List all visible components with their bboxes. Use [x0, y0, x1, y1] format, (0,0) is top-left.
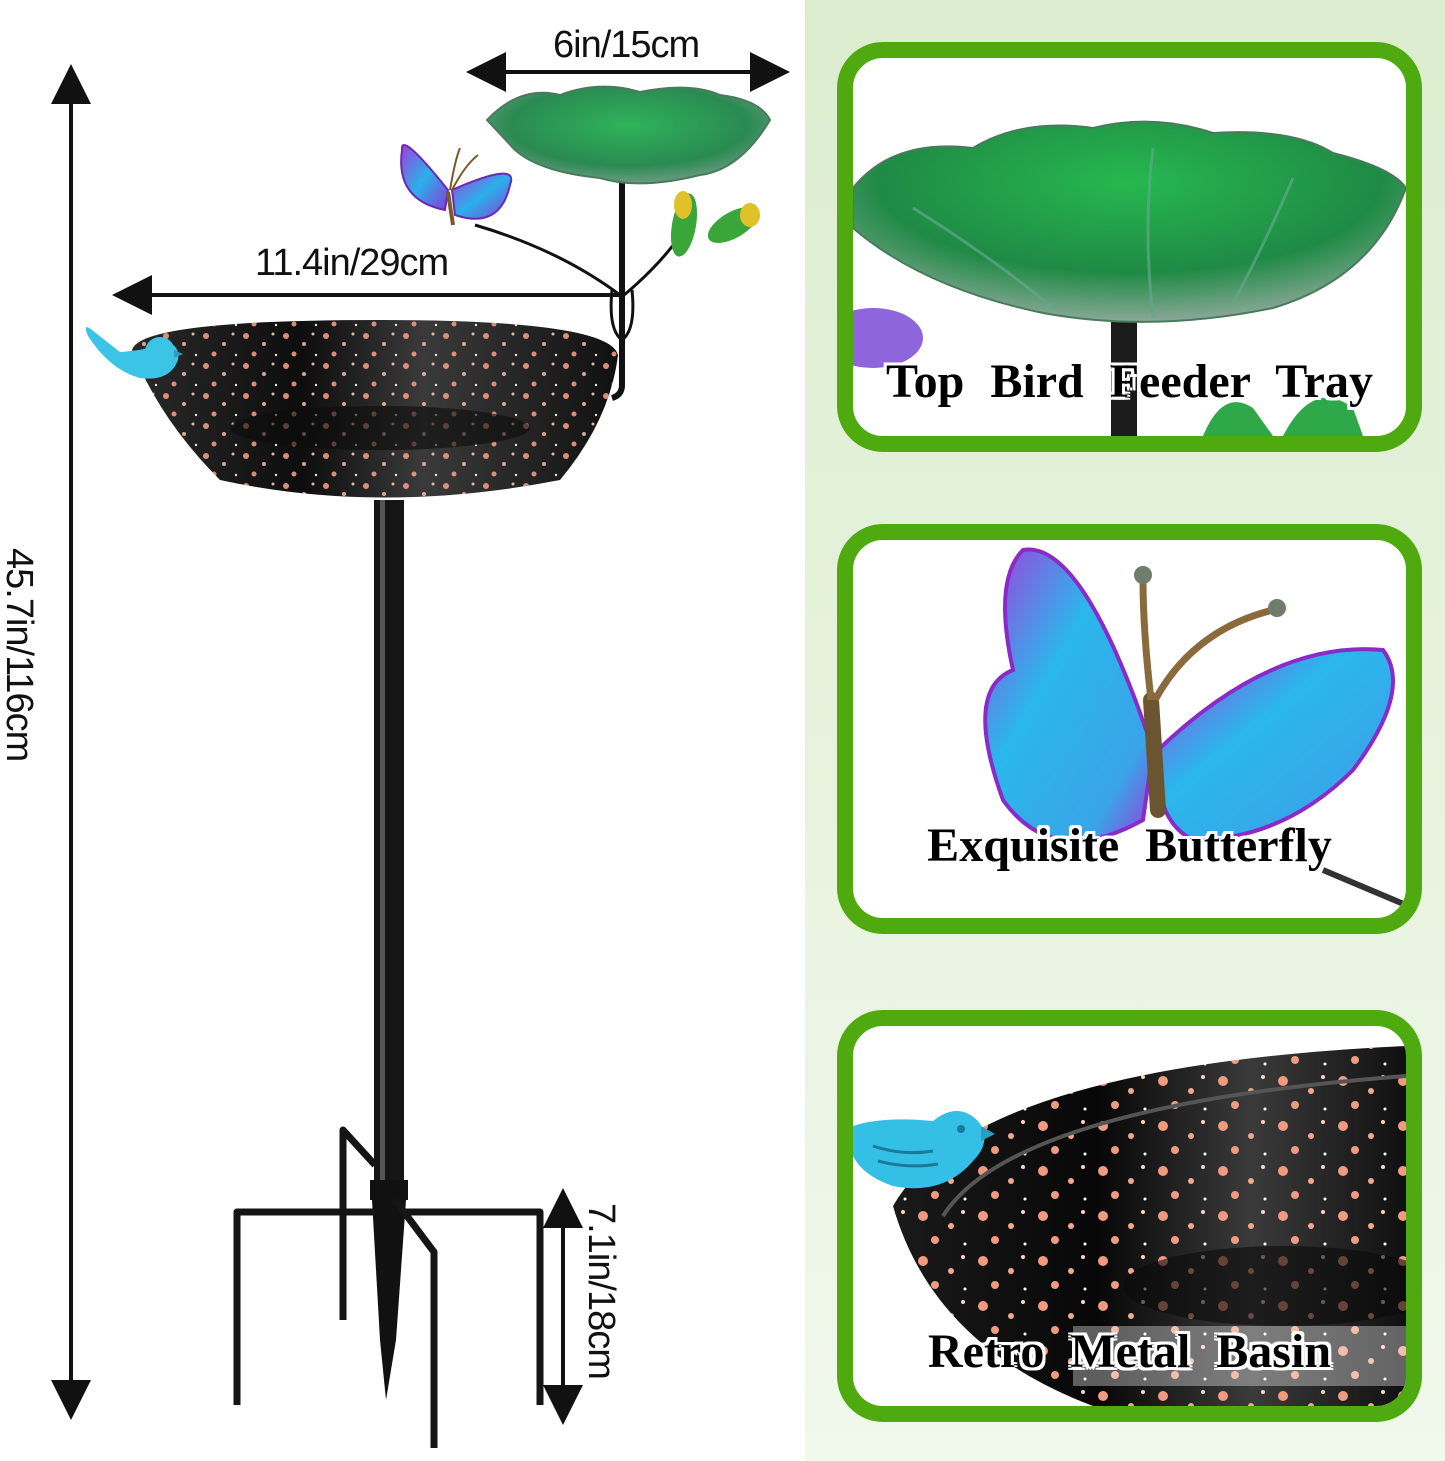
small-butterfly	[400, 144, 513, 226]
blue-bird-figurine	[853, 1111, 995, 1189]
leaf-tray-image	[853, 120, 1406, 436]
main-pole	[374, 500, 404, 1190]
card-caption: Top Bird Feeder Tray	[886, 355, 1373, 408]
top-tray	[485, 85, 772, 185]
basin-image	[853, 1046, 1406, 1406]
feature-cards-panel: Top Bird Feeder Tray Exquisite Butterfly	[805, 0, 1445, 1461]
basin-reach-label: 11.4in/29cm	[255, 242, 449, 284]
product-dimension-diagram: 6in/15cm 11.4in/29cm 45.7in/116cm 7.1in/…	[0, 24, 790, 1448]
basin	[132, 320, 618, 498]
card-caption: Retro Metal Basin	[927, 1325, 1332, 1378]
butterfly-image	[983, 547, 1406, 908]
feature-card-basin: Retro Metal Basin	[837, 1010, 1422, 1422]
stake-height-label: 7.1in/18cm	[580, 1203, 622, 1379]
bird-bath-illustration	[51, 52, 790, 1448]
stake-legs	[233, 1126, 544, 1448]
blue-bird-figurine	[85, 327, 183, 379]
feature-card-butterfly: Exquisite Butterfly	[837, 524, 1422, 934]
tray-width-label: 6in/15cm	[553, 24, 700, 66]
card-caption: Exquisite Butterfly	[927, 819, 1332, 872]
total-height-label: 45.7in/116cm	[0, 548, 40, 762]
feature-card-top-tray: Top Bird Feeder Tray	[837, 42, 1422, 452]
ground-spike	[372, 1200, 406, 1400]
